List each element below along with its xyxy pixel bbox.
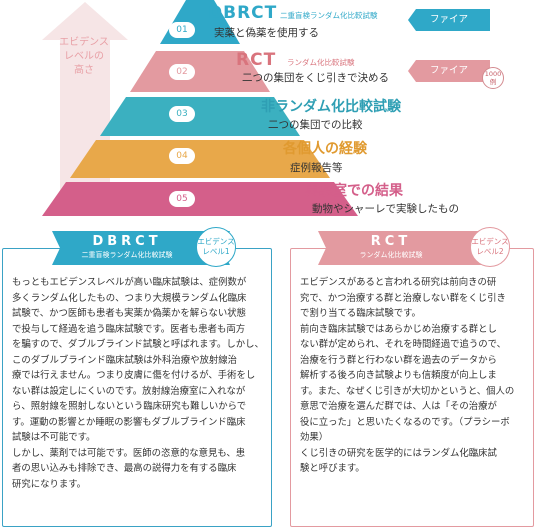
tier-2-note: ランダム化比較試験 [287, 58, 355, 67]
tier-5-number: 05 [169, 191, 195, 207]
body-line: 試験で、かつ医師も患者も実薬か偽薬かを解らない状態 [12, 308, 247, 319]
body-line: 効果） [300, 432, 329, 443]
body-line: もっともエビデンスレベルが高い臨床試験は、症例数が [12, 277, 247, 288]
pyramid-tier-5 [42, 182, 358, 216]
count-badge: 1000 例 [482, 67, 504, 89]
tier-1-number: 01 [169, 22, 195, 38]
evidence-pyramid [42, 0, 358, 216]
tier-2-subtitle: 二つの集団をくじ引きで決める [242, 72, 389, 84]
rct-card-header: RCT ランダム化比較試験 [318, 232, 464, 264]
body-line: 試験は不可能です。 [12, 432, 96, 443]
dbrct-card-header: DBRCT 二重盲検ランダム化比較試験 [52, 232, 202, 264]
body-line: しかし、薬剤では可能です。医師の恣意的な意見も、患 [12, 447, 246, 459]
body-line: を騙すので、ダブルブラインド試験と呼ばれます。しかし、 [12, 339, 264, 350]
body-line: 解析する後ろ向き試験よりも信頼度が向上しま [300, 370, 497, 381]
tier-1-subtitle: 実薬と偽薬を使用する [214, 27, 319, 39]
dbrct-card-header-shape [52, 231, 230, 265]
dbrct-card-body: もっともエビデンスレベルが高い臨床試験は、症例数が 多くランダム化したもの、つま… [12, 275, 268, 492]
rct-card-header-shape [318, 231, 488, 265]
tier-2-number: 02 [169, 64, 195, 80]
dbrct-evidence-badge: エビデンス レベル1 [196, 227, 236, 267]
body-line: 治療を行う群と行わない群を過去のデータから [300, 354, 497, 366]
tier-3-number: 03 [169, 106, 195, 122]
rct-card-body: エビデンスがあると言われる研究は前向きの研 究で、かつ治療する群と治療しない群を… [300, 275, 530, 477]
body-line: ら、照射線を照射しないという臨床研究も難しいからで [12, 401, 247, 412]
tier-2-title: RCT [236, 50, 277, 70]
phase-tag-2: ファイア [429, 65, 468, 76]
body-line: で投与して経過を追う臨床試験です。医者も患者も両方 [12, 323, 246, 335]
tier-3-title: 非ランダム化比較試験 [261, 99, 401, 115]
body-line: す。また、なぜくじ引きが大切かというと、個人の [300, 385, 515, 397]
tier-1-note: 二重盲検ランダム化比較試験 [280, 11, 378, 20]
body-line: 験と呼びます。 [300, 463, 365, 474]
body-line: す。運動の影響とか睡眠の影響もダブルブラインド臨床 [12, 416, 246, 428]
body-line: エビデンスがあると言われる研究は前向きの研 [300, 277, 497, 288]
evidence-level-label: エビデンス レベルの 高さ [54, 36, 114, 78]
rct-card-subtitle: ランダム化比較試験 [359, 251, 423, 259]
body-line: で割り当てる臨床試験です。 [300, 308, 421, 319]
body-line: 前向き臨床試験ではあらかじめ治療する群とし [300, 323, 497, 335]
tier-4-subtitle: 症例報告等 [290, 162, 343, 174]
phase-tag-1-shape [408, 9, 490, 31]
pyramid-tier-3 [100, 97, 300, 136]
tier-4-number: 04 [169, 148, 195, 164]
badge-line: エビデンス [197, 237, 235, 246]
body-line: 意思で治療を選んだ群では、人は「その治療が [300, 401, 497, 412]
badge-line: レベル1 [202, 247, 230, 256]
pyramid-tier-2 [130, 51, 270, 92]
dbrct-card-subtitle: 二重盲検ランダム化比較試験 [81, 251, 173, 259]
badge-line: エビデンス [471, 237, 509, 246]
rct-evidence-badge: エビデンス レベル2 [470, 227, 510, 267]
arrow-label-line: エビデンス [59, 37, 109, 48]
body-line: 療では行えません。つまり皮膚に傷を付けるが、手術をし [12, 370, 256, 381]
phase-tag-2-shape [408, 60, 490, 82]
body-line: このダブルブラインド臨床試験は外科治療や放射線治 [12, 354, 238, 366]
tier-5-subtitle: 動物やシャーレで実験したもの [312, 203, 459, 215]
tier-3-subtitle: 二つの集団での比較 [268, 119, 363, 131]
body-line: 者の思い込みも排除でき、最高の説得力を有する臨床 [12, 463, 237, 474]
pyramid-tier-4 [70, 140, 330, 178]
body-line: ない群が定められ、それを時間経過で追うので、 [300, 339, 506, 350]
count-badge-line: 1000 [484, 70, 502, 78]
body-line: 多くランダム化したもの、つまり大規模ランダム化臨床 [12, 292, 247, 304]
tier-4-title: 各個人の経験 [283, 141, 367, 157]
rct-card-title: RCT [370, 234, 412, 249]
arrow-label-line: レベルの [64, 51, 104, 62]
phase-tag-1: ファイア [429, 14, 468, 25]
body-line: くじ引きの研究を医学的にはランダム化臨床試 [300, 447, 497, 459]
tier-5-title: 実験室での結果 [305, 183, 403, 199]
arrow-label-line: 高さ [74, 65, 94, 76]
count-badge-line: 例 [489, 78, 497, 86]
body-line: 究で、かつ治療する群と治療しない群をくじ引き [300, 292, 506, 304]
body-line: ない群は設定しにくいのです。放射線治療室に入れなが [12, 385, 246, 397]
body-line: 研究になります。 [12, 478, 87, 490]
badge-line: レベル2 [476, 247, 504, 256]
dbrct-card-title: DBRCT [92, 234, 162, 249]
tier-1-title: DBRCT [208, 3, 278, 23]
body-line: 役に立った」と思いたくなるのです。（プラシーボ [300, 416, 510, 428]
